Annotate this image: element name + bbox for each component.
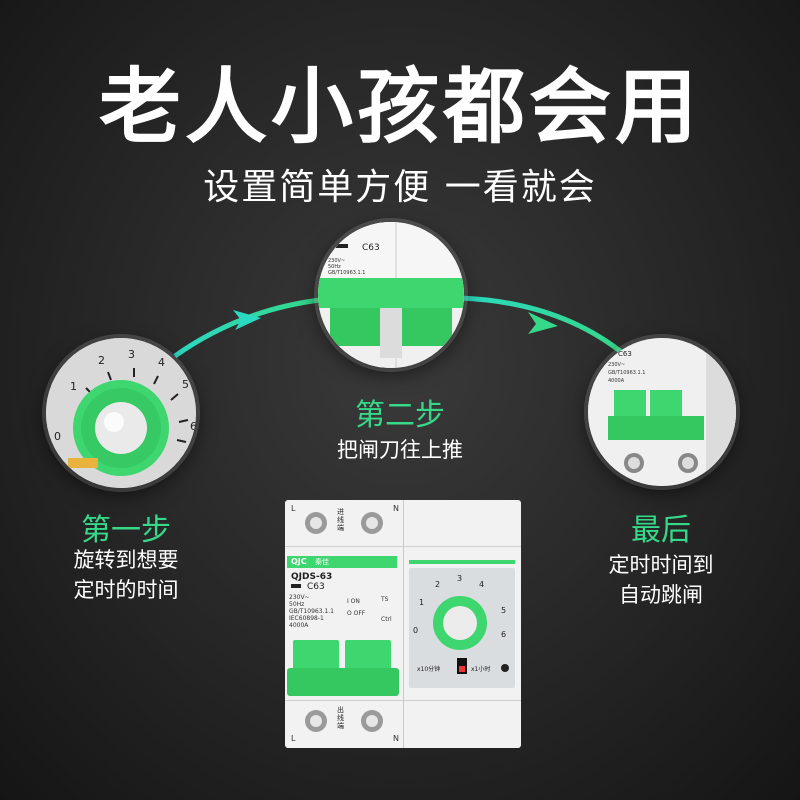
screw-terminal-icon bbox=[305, 710, 327, 732]
svg-text:50Hz: 50Hz bbox=[328, 264, 341, 270]
range-low-label: x10分钟 bbox=[417, 666, 441, 673]
ctrl-label: Ctrl bbox=[381, 616, 392, 623]
step2-breaker-image: C63 230V~ 50Hz GB/T10963.1.1 bbox=[318, 222, 464, 368]
headline: 老人小孩都会用 bbox=[98, 60, 701, 155]
spec-line: 4000A bbox=[289, 622, 309, 629]
dial-number: 0 bbox=[413, 626, 419, 635]
outlet-label: 出线端 bbox=[337, 706, 344, 730]
step3-title: 最后 bbox=[631, 513, 691, 548]
spec-list: 230V~ 50Hz GB/T10963.1.1 IEC60898-1 4000… bbox=[289, 594, 349, 629]
status-led-icon bbox=[501, 664, 509, 672]
svg-text:2: 2 bbox=[98, 354, 105, 367]
svg-text:4: 4 bbox=[158, 356, 165, 369]
svg-text:3: 3 bbox=[128, 348, 135, 361]
terminal-l-bottom: L bbox=[291, 734, 296, 743]
breaker-handle-left[interactable] bbox=[293, 640, 339, 670]
module-divider bbox=[403, 500, 404, 748]
subline: 设置简单方便 一看就会 bbox=[203, 167, 597, 208]
step1-desc-line: 旋转到想要 bbox=[73, 548, 179, 572]
step2-desc: 把闸刀往上推 bbox=[300, 435, 500, 465]
range-switch[interactable] bbox=[457, 658, 467, 674]
breaker-handle-right[interactable] bbox=[345, 640, 391, 670]
spec-line: IEC60898-1 bbox=[289, 615, 324, 622]
svg-text:5: 5 bbox=[182, 378, 189, 391]
step1-dial-image: 1 2 3 4 5 6 0 bbox=[46, 338, 196, 488]
svg-text:4000A: 4000A bbox=[608, 378, 625, 384]
inlet-label: 进线端 bbox=[337, 508, 344, 532]
step2-title: 第二步 bbox=[355, 398, 445, 433]
arrow-right-icon bbox=[528, 312, 558, 334]
timer-breaker-device: L N 进线端 QJC 秦佳 QJDS-63 C63 230V~ 50Hz GB… bbox=[285, 500, 521, 748]
brand-strip: QJC 秦佳 bbox=[287, 556, 397, 568]
step1-title: 第一步 bbox=[81, 513, 171, 548]
step1-desc-line: 定时的时间 bbox=[73, 578, 179, 602]
rating-label: C63 bbox=[307, 582, 325, 592]
step2-desc-line: 把闸刀往上推 bbox=[337, 438, 463, 462]
timer-brand-strip bbox=[409, 560, 515, 564]
dial-number: 4 bbox=[479, 580, 485, 589]
top-divider bbox=[285, 546, 521, 547]
dial-number: 6 bbox=[501, 630, 507, 639]
brand-cn: 秦佳 bbox=[315, 558, 329, 566]
svg-text:230V~: 230V~ bbox=[328, 258, 345, 264]
svg-text:230V~: 230V~ bbox=[608, 362, 625, 368]
timer-knob[interactable] bbox=[433, 596, 487, 650]
spec-line: 230V~ bbox=[289, 594, 310, 601]
terminal-n-bottom: N bbox=[393, 734, 399, 743]
svg-text:C63: C63 bbox=[362, 243, 380, 253]
spec-line: GB/T10963.1.1 bbox=[289, 608, 334, 615]
timer-panel: 3 2 4 1 5 6 0 x10分钟 x1小时 bbox=[409, 568, 515, 688]
step3-desc-line: 自动跳闸 bbox=[619, 583, 703, 607]
arc-step1-step2 bbox=[173, 297, 321, 359]
screw-terminal-icon bbox=[361, 512, 383, 534]
step1-desc: 旋转到想要 定时的时间 bbox=[46, 545, 206, 605]
dial-number: 5 bbox=[501, 606, 507, 615]
brand-logo: QJC bbox=[291, 557, 307, 566]
terminal-n-top: N bbox=[393, 504, 399, 513]
dial-number: 3 bbox=[457, 574, 463, 583]
svg-text:C63: C63 bbox=[618, 350, 632, 358]
bottom-divider bbox=[285, 700, 521, 701]
arrow-right-icon bbox=[233, 310, 261, 330]
svg-text:6: 6 bbox=[190, 420, 196, 433]
dial-number: 1 bbox=[419, 598, 425, 607]
step3-breaker-image: C63 230V~ GB/T10963.1.1 4000A bbox=[588, 338, 736, 486]
spec-line: 50Hz bbox=[289, 601, 305, 608]
svg-text:GB/T10963.1.1: GB/T10963.1.1 bbox=[608, 370, 646, 376]
indicator-window bbox=[291, 584, 301, 588]
on-label: I ON bbox=[347, 598, 360, 605]
dial-number: 2 bbox=[435, 580, 441, 589]
screw-terminal-icon bbox=[305, 512, 327, 534]
arc-step2-step3 bbox=[459, 295, 627, 357]
svg-text:0: 0 bbox=[54, 430, 61, 443]
svg-text:1: 1 bbox=[70, 380, 77, 393]
range-high-label: x1小时 bbox=[471, 666, 491, 673]
model-label: QJDS-63 bbox=[291, 572, 333, 582]
svg-text:GB/T10963.1.1: GB/T10963.1.1 bbox=[328, 270, 366, 276]
step3-desc: 定时时间到 自动跳闸 bbox=[586, 550, 736, 610]
screw-terminal-icon bbox=[361, 710, 383, 732]
terminal-l-top: L bbox=[291, 504, 296, 513]
breaker-handle-bar[interactable] bbox=[287, 668, 399, 696]
ts-label: TS bbox=[381, 596, 389, 603]
step3-desc-line: 定时时间到 bbox=[608, 553, 714, 577]
off-label: O OFF bbox=[347, 610, 366, 617]
